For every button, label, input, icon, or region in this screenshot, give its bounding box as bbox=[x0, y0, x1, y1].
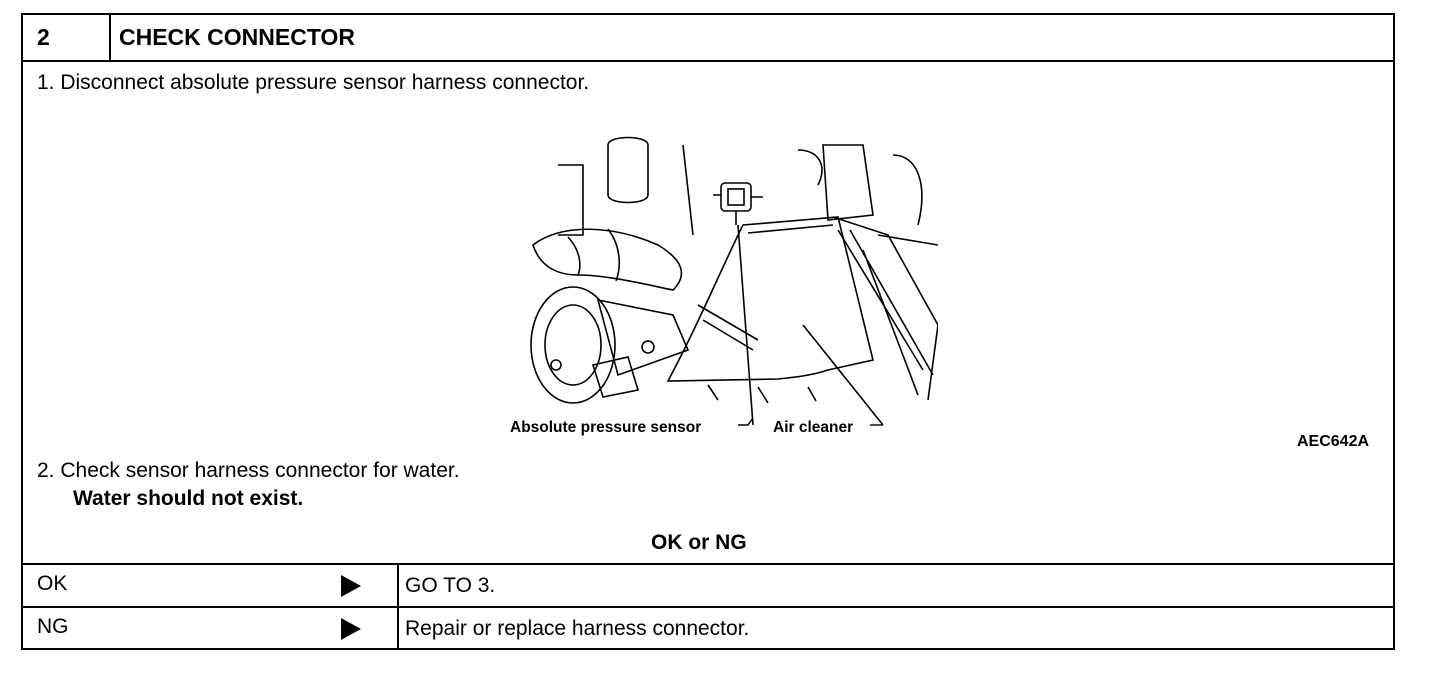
result-heading: OK or NG bbox=[651, 531, 747, 554]
engine-diagram: Absolute pressure sensor Air cleaner bbox=[510, 136, 938, 436]
result-key: NG bbox=[37, 615, 69, 638]
result-key: OK bbox=[37, 572, 68, 595]
arrow-right-icon bbox=[341, 618, 361, 640]
result-row-ng: NG Repair or replace harness connector. bbox=[23, 606, 1393, 649]
arrow-right-icon bbox=[341, 575, 361, 597]
step-title: CHECK CONNECTOR bbox=[119, 24, 355, 50]
requirement-text: Water should not exist. bbox=[73, 487, 304, 510]
step-header: 2 CHECK CONNECTOR bbox=[23, 15, 1393, 62]
step-number: 2 bbox=[23, 15, 111, 60]
step-2-instruction: 2. Check sensor harness connector for wa… bbox=[37, 459, 460, 482]
result-action: GO TO 3. bbox=[397, 565, 495, 606]
result-action: Repair or replace harness connector. bbox=[397, 608, 749, 649]
figure-id: AEC642A bbox=[1297, 433, 1370, 450]
result-row-ok: OK GO TO 3. bbox=[23, 563, 1393, 606]
procedure-table: 2 CHECK CONNECTOR 1. Disconnect absolute… bbox=[21, 13, 1395, 650]
step-1-instruction: 1. Disconnect absolute pressure sensor h… bbox=[37, 71, 590, 94]
air-cleaner-label: Air cleaner bbox=[773, 419, 853, 436]
sensor-label: Absolute pressure sensor bbox=[510, 419, 701, 436]
